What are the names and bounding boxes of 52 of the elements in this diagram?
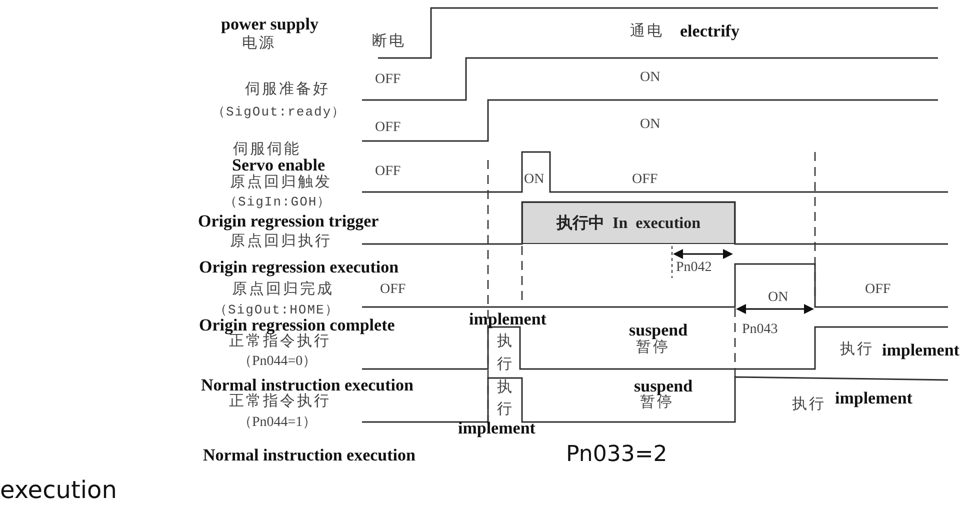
state-label: 执 — [497, 380, 514, 396]
state-label: 行 — [497, 402, 514, 418]
state-label: implement — [458, 420, 536, 436]
state-label: OFF — [865, 283, 891, 297]
caption-text: execution — [0, 478, 117, 502]
state-label: implement — [882, 342, 960, 358]
state-label: ON — [524, 173, 544, 187]
state-label: electrify — [680, 22, 740, 40]
state-label: 断电 — [372, 34, 406, 50]
signal-name: Normal instruction execution — [201, 376, 414, 394]
state-label: ON — [640, 71, 660, 85]
state-label: suspend — [629, 322, 688, 338]
dimension-label: Pn042 — [676, 261, 712, 275]
state-label: OFF — [375, 165, 401, 179]
signal-name: power supply — [221, 16, 318, 32]
state-label: implement — [835, 390, 912, 406]
signal-name: 伺服准备好 — [245, 82, 330, 98]
dimension-label: Pn043 — [742, 323, 778, 337]
signal-name: 电源 — [242, 36, 276, 52]
state-label: 执行 — [792, 398, 826, 412]
execution-box: 执行中 In execution — [522, 202, 735, 244]
signal-name: （Pn044=1） — [238, 416, 317, 430]
signal-name: 正常指令执行 — [229, 334, 331, 350]
state-label: 行 — [497, 358, 514, 372]
state-label: OFF — [375, 121, 401, 135]
state-label: OFF — [380, 283, 406, 297]
signal-name: 伺服伺能 — [233, 142, 301, 158]
signal-name: （SigOut:HOME） — [214, 304, 339, 316]
state-label: implement — [469, 310, 546, 328]
state-label: 暂停 — [636, 340, 670, 356]
signal-name: 原点回归完成 — [232, 282, 334, 298]
signal-name: Origin regression execution — [199, 258, 399, 276]
signal-name: Origin regression trigger — [198, 212, 379, 230]
state-label: OFF — [375, 73, 401, 87]
state-label: ON — [768, 291, 788, 305]
signal-name: Servo enable — [232, 156, 326, 174]
signal-name: （Pn044=0） — [238, 355, 317, 369]
state-label: 通电 — [630, 24, 664, 40]
state-label: 执 — [497, 334, 514, 350]
state-label: ON — [640, 118, 660, 132]
signal-name: 原点回归执行 — [230, 234, 332, 250]
signal-name: Origin regression complete — [199, 316, 395, 334]
state-label: suspend — [634, 378, 693, 394]
parameter-label: Pn033=2 — [566, 444, 668, 466]
signal-name: Normal instruction execution — [203, 446, 416, 464]
state-label: 执行 — [840, 342, 874, 358]
state-label: OFF — [632, 173, 658, 187]
signal-name: （SigIn:GOH） — [224, 196, 332, 208]
signal-name: （SigOut:ready） — [212, 106, 346, 118]
state-label: 暂停 — [640, 396, 674, 410]
signal-name: 正常指令执行 — [229, 394, 331, 410]
signal-name: 原点回归触发 — [230, 176, 332, 190]
